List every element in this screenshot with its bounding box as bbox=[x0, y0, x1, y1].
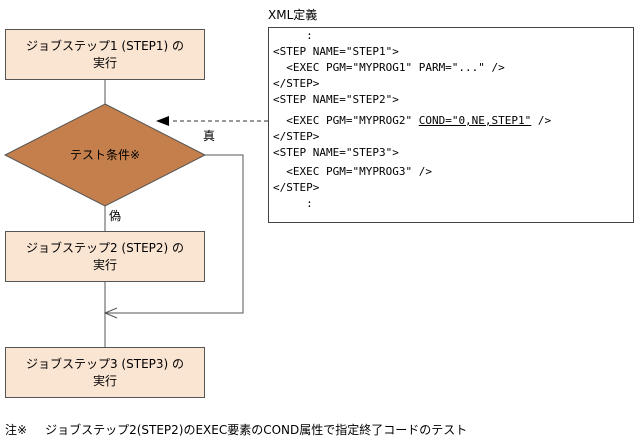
false-branch-label: 偽 bbox=[109, 209, 122, 223]
xml-line: </STEP> bbox=[273, 130, 320, 143]
connector-true-branch bbox=[105, 154, 244, 314]
xml-line-exec-step2-tail: /> bbox=[531, 114, 552, 127]
condition-label: テスト条件※ bbox=[69, 148, 141, 162]
step2-label-line2: 実行 bbox=[92, 257, 117, 272]
xml-line-with-cond: <EXEC PGM="MYPROG2" COND="0,NE,STEP1" /> bbox=[273, 113, 551, 129]
step1-box: ジョブステップ1 (STEP1) の 実行 bbox=[5, 29, 205, 80]
xml-definition-box: : <STEP NAME="STEP1"> <EXEC PGM="MYPROG1… bbox=[268, 27, 634, 223]
step2-label-line1: ジョブステップ2 (STEP2) の bbox=[25, 240, 185, 255]
xml-line: <EXEC PGM="MYPROG3" /> bbox=[273, 165, 432, 178]
xml-line: : bbox=[273, 29, 313, 42]
true-branch-label: 真 bbox=[203, 129, 216, 143]
cond-attribute: COND="0,NE,STEP1" bbox=[418, 114, 532, 127]
cond-reference-arrowhead bbox=[156, 116, 169, 126]
xml-line: </STEP> bbox=[273, 181, 320, 194]
xml-line-exec-step2: <EXEC PGM="MYPROG2" bbox=[273, 114, 419, 127]
xml-line: : bbox=[273, 197, 313, 210]
footnote: 注※ ジョブステップ2(STEP2)のEXEC要素のCOND属性で指定終了コードの… bbox=[5, 421, 467, 438]
xml-definition-title: XML定義 bbox=[268, 8, 318, 22]
step2-box: ジョブステップ2 (STEP2) の 実行 bbox=[5, 231, 205, 282]
step3-label-line1: ジョブステップ3 (STEP3) の bbox=[25, 356, 185, 371]
footnote-text: ジョブステップ2(STEP2)のEXEC要素のCOND属性で指定終了コードのテス… bbox=[45, 423, 468, 437]
xml-line: </STEP> bbox=[273, 77, 320, 90]
step3-label-line2: 実行 bbox=[92, 373, 117, 388]
step1-label-line1: ジョブステップ1 (STEP1) の bbox=[25, 38, 185, 53]
footnote-marker: 注※ bbox=[5, 423, 28, 437]
xml-line: <EXEC PGM="MYPROG1" PARM="..." /> bbox=[273, 61, 505, 74]
xml-line: <STEP NAME="STEP2"> bbox=[273, 93, 399, 106]
xml-line: <STEP NAME="STEP1"> bbox=[273, 45, 399, 58]
step1-label-line2: 実行 bbox=[92, 55, 117, 70]
xml-line: <STEP NAME="STEP3"> bbox=[273, 146, 399, 159]
step3-box: ジョブステップ3 (STEP3) の 実行 bbox=[5, 347, 205, 398]
